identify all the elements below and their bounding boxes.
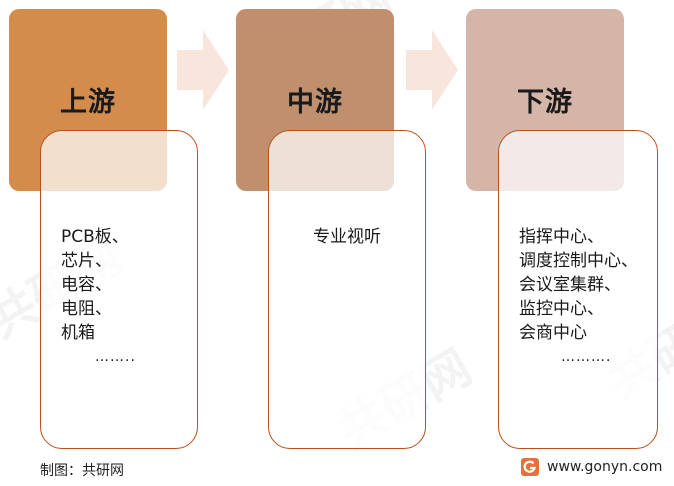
list-item: 会议室集群、 <box>519 275 621 295</box>
list-item: 调度控制中心、 <box>519 251 638 271</box>
list-item: 电容、 <box>61 275 112 295</box>
list-item: 芯片、 <box>61 251 112 271</box>
upstream-title: 上游 <box>60 87 116 118</box>
downstream-card: 指挥中心、 调度控制中心、 会议室集群、 监控中心、 会商中心 ………. <box>498 130 658 449</box>
list-item: 监控中心、 <box>519 299 604 319</box>
arrow-right-icon <box>177 30 229 110</box>
arrow-right-icon <box>406 30 458 110</box>
website-block: www.gonyn.com <box>521 458 662 476</box>
midstream-title: 中游 <box>287 87 343 118</box>
upstream-card: PCB板、 芯片、 电容、 电阻、 机箱 …….. <box>40 130 198 449</box>
list-ellipsis: ………. <box>561 349 612 365</box>
list-item: 专业视听 <box>313 227 381 247</box>
midstream-card: 专业视听 <box>268 130 426 449</box>
credit-text: 制图：共研网 <box>40 463 124 479</box>
website-text: www.gonyn.com <box>547 459 663 475</box>
list-item: PCB板、 <box>61 227 129 247</box>
list-item: 指挥中心、 <box>519 227 604 247</box>
list-item: 电阻、 <box>61 299 112 319</box>
list-ellipsis: …….. <box>95 349 136 365</box>
list-item: 机箱 <box>61 323 95 343</box>
list-item: 会商中心 <box>519 323 587 343</box>
gonyn-logo-icon <box>521 458 539 476</box>
downstream-title: 下游 <box>517 87 573 118</box>
